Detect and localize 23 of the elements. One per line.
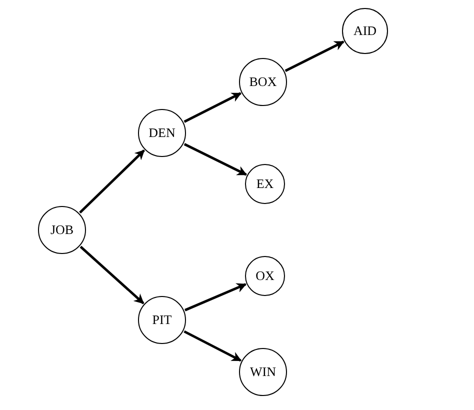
state-circle bbox=[138, 109, 186, 157]
state-circle bbox=[38, 206, 86, 254]
node-label: OX bbox=[256, 268, 274, 284]
node-label: BOX bbox=[249, 74, 277, 90]
arrow bbox=[79, 150, 145, 214]
state-circle bbox=[239, 58, 287, 106]
arrow bbox=[184, 283, 247, 312]
arrow bbox=[284, 40, 344, 72]
node-label: DEN bbox=[148, 125, 176, 141]
arrow bbox=[184, 330, 242, 362]
node-label: JOB bbox=[50, 222, 74, 238]
arrow bbox=[184, 142, 248, 176]
state-circle bbox=[245, 256, 285, 296]
node-label: WIN bbox=[250, 364, 276, 380]
arrow bbox=[184, 92, 242, 123]
arrow bbox=[80, 246, 144, 304]
node-label: PIT bbox=[152, 312, 172, 328]
node-label: AID bbox=[353, 23, 377, 39]
state-circle bbox=[138, 296, 186, 344]
state-circle bbox=[245, 164, 285, 204]
state-circle bbox=[342, 8, 388, 54]
node-label: EX bbox=[256, 176, 274, 192]
state-circle bbox=[239, 348, 287, 396]
